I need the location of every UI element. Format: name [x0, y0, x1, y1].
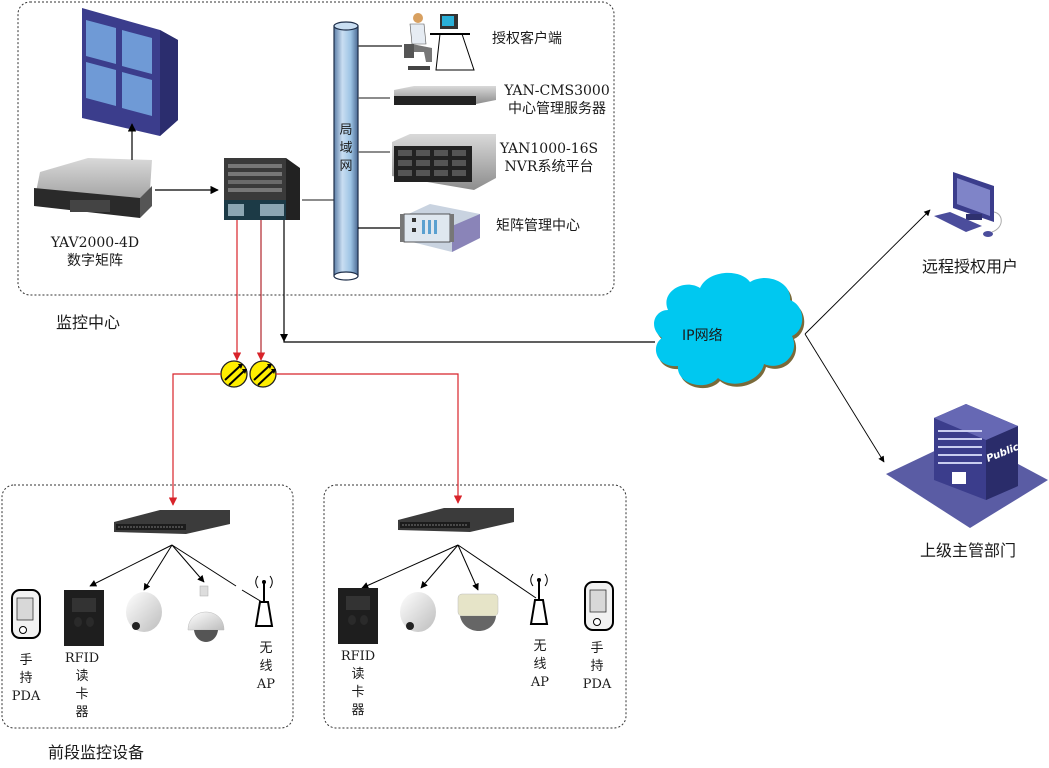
site-1-speed-dome-icon: [187, 585, 225, 642]
remote-user-pc-icon: [934, 172, 1002, 237]
monitoring-center-box: [17, 1, 615, 296]
nvr-label: YAN1000-16S NVR系统平台: [499, 141, 599, 175]
site-1-pda-label: 手 持 PDA: [11, 653, 41, 704]
ip-cloud-label: IP网络: [682, 328, 723, 344]
cms-label: YAN-CMS3000 中心管理服务器: [504, 83, 610, 117]
digital-matrix-name: 数字矩阵: [67, 253, 123, 269]
site-2-wireless-ap-icon: [529, 573, 549, 625]
matrix-management-label: 矩阵管理中心: [496, 218, 580, 234]
front-end-label: 前段监控设备: [48, 743, 145, 762]
monitoring-center-label: 监控中心: [56, 313, 121, 332]
site-1-box: [1, 484, 294, 729]
link-cloud-superior: [804, 333, 885, 463]
digital-matrix-icon: [34, 158, 152, 218]
site-2-access-switch-icon: [398, 508, 514, 532]
cms-server-icon: [394, 86, 496, 105]
digital-matrix-model: YAV2000-4D: [50, 235, 140, 251]
optical-transceiver-2-icon: [249, 360, 277, 388]
site-2-rfid-reader-icon: [338, 588, 378, 644]
site-1-rfid-label: RFID 读 卡 器: [64, 651, 100, 720]
site-1-ap-label: 无 线 AP: [256, 641, 276, 692]
site-2-pda-label: 手 持 PDA: [582, 641, 612, 692]
client-label: 授权客户端: [492, 31, 562, 47]
link-cloud-remote-user: [804, 209, 931, 335]
client-workstation-icon: [404, 13, 475, 71]
site-2-ap-label: 无 线 AP: [530, 639, 550, 690]
site-1-access-switch-icon: [114, 510, 230, 534]
ip-cloud-icon: [654, 272, 805, 389]
matrix-management-icon: [400, 204, 480, 252]
link-optic-site-2: [276, 373, 463, 504]
remote-user-label: 远程授权用户: [922, 257, 1019, 276]
site-2-vandal-dome-icon: [457, 593, 499, 631]
site-1-pda-icon: [11, 589, 41, 639]
site-2-dome-camera-icon: [400, 592, 436, 632]
link-optic-site-1: [168, 373, 221, 506]
site-1-wireless-ap-icon: [254, 575, 274, 627]
site-1-dome-camera-icon: [126, 592, 162, 632]
video-wall-icon: [82, 8, 178, 136]
superior-dept-building-icon: Public: [886, 404, 1048, 528]
superior-dept-label: 上级主管部门: [920, 541, 1017, 560]
nvr-server-icon: [392, 134, 496, 190]
site-2-pda-icon: [584, 581, 614, 631]
core-switch-icon: [224, 158, 300, 220]
digital-matrix-label: YAV2000-4D 数字矩阵: [40, 234, 150, 270]
lan-pipe-icon: [333, 21, 359, 281]
optical-transceiver-1-icon: [220, 360, 248, 388]
lan-label: 局 域 网: [339, 123, 353, 174]
site-2-rfid-label: RFID 读 卡 器: [340, 649, 376, 718]
site-1-rfid-reader-icon: [64, 590, 104, 646]
site-2-box: [323, 484, 627, 729]
